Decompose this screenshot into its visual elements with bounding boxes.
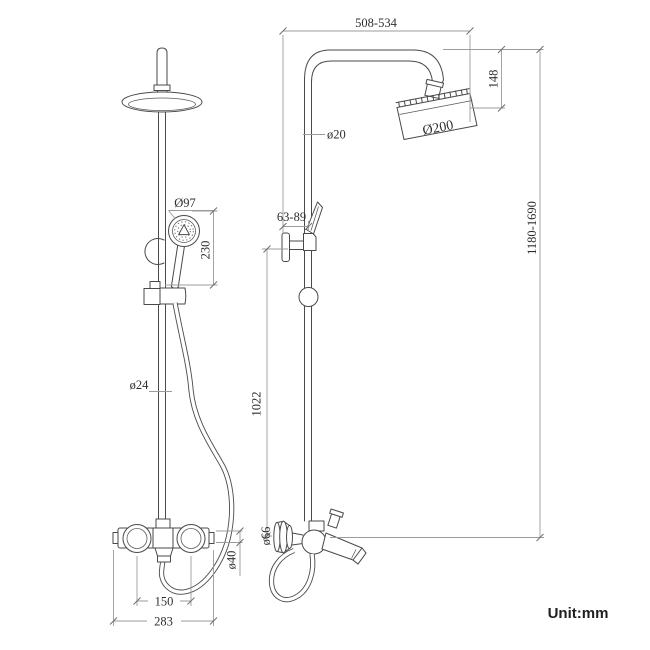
dimensions: 508-534 148 1180-1690 63-89 [109, 16, 609, 629]
slider-tab [149, 281, 161, 289]
shower-arm-outer [304, 49, 444, 93]
outlet-cone [154, 547, 174, 557]
head-connector-upper [153, 84, 171, 91]
valve-ball-body [301, 529, 327, 555]
overhead-shower-rim [128, 97, 196, 112]
dim-riser-pipe-diameter: ø20 [303, 128, 346, 142]
dim-rail-diameter-label: ø24 [130, 378, 150, 392]
unit-note: Unit:mm [548, 605, 609, 622]
dim-hand-shower-diameter-label: Ø97 [174, 196, 196, 210]
dim-rail-diameter: ø24 [130, 378, 172, 392]
dim-flange-diameter-label: ø66 [259, 527, 273, 546]
holder-ring [144, 238, 165, 265]
dim-outlet-diameter-label: ø40 [225, 551, 239, 570]
dim-head-offset-label: 148 [487, 70, 501, 89]
bracket-holder-block [303, 233, 317, 251]
shower-hose-side [268, 548, 316, 603]
slider-clamp-right [159, 287, 187, 305]
outlet-aerator [157, 555, 171, 563]
thermostatic-valve-side [273, 508, 367, 565]
shower-hose-front [158, 302, 235, 595]
dim-flange-diameter: ø66 [259, 527, 273, 546]
wall-bracket-arm [289, 240, 305, 250]
overhead-shower-front [121, 91, 203, 113]
wall-bracket-flange [281, 232, 290, 262]
dim-top-width-label: 508-534 [355, 16, 397, 30]
dim-hand-shower-diameter: Ø97 [168, 196, 214, 219]
dim-head-offset: 148 [443, 45, 544, 112]
diverter-knob [327, 508, 344, 529]
dim-inlet-centers-label: 150 [155, 595, 174, 609]
dim-valve-width: 283 [109, 550, 218, 629]
shower-arm-inner [311, 60, 433, 90]
hand-shower-front [168, 215, 200, 290]
slide-rail-front [158, 110, 166, 523]
front-view [112, 47, 235, 595]
dim-riser-length-label: 1022 [250, 392, 264, 417]
wall-flange-inner [286, 525, 293, 549]
slider-clamp-left [143, 288, 161, 305]
dim-hand-shower-length-label: 230 [199, 241, 213, 260]
pipe-valve-connector-side [308, 520, 325, 532]
spout-tip [352, 547, 367, 565]
dim-hand-shower-length: 230 [165, 207, 218, 289]
dim-inlet-centers: 150 [133, 556, 195, 609]
thermostatic-valve-front [112, 518, 215, 563]
dim-overall-height-label: 1180-1690 [525, 201, 539, 255]
dim-wall-clearance-label: 63-89 [277, 210, 306, 224]
top-pipe [156, 47, 168, 87]
overhead-shower-side [395, 88, 478, 140]
dim-head-diameter-label: Ø200 [421, 118, 454, 139]
dim-wall-clearance: 63-89 [277, 210, 313, 231]
dim-outlet-diameter: ø40 [216, 527, 244, 576]
dim-valve-width-label: 283 [154, 615, 173, 629]
dim-riser-pipe-diameter-label: ø20 [327, 128, 346, 142]
side-view [268, 49, 478, 603]
slider-ball-joint [298, 287, 319, 307]
rail-valve-connector [155, 518, 171, 529]
dim-overall-height: 1180-1690 [330, 45, 544, 542]
dim-riser-length: 1022 [250, 245, 288, 540]
